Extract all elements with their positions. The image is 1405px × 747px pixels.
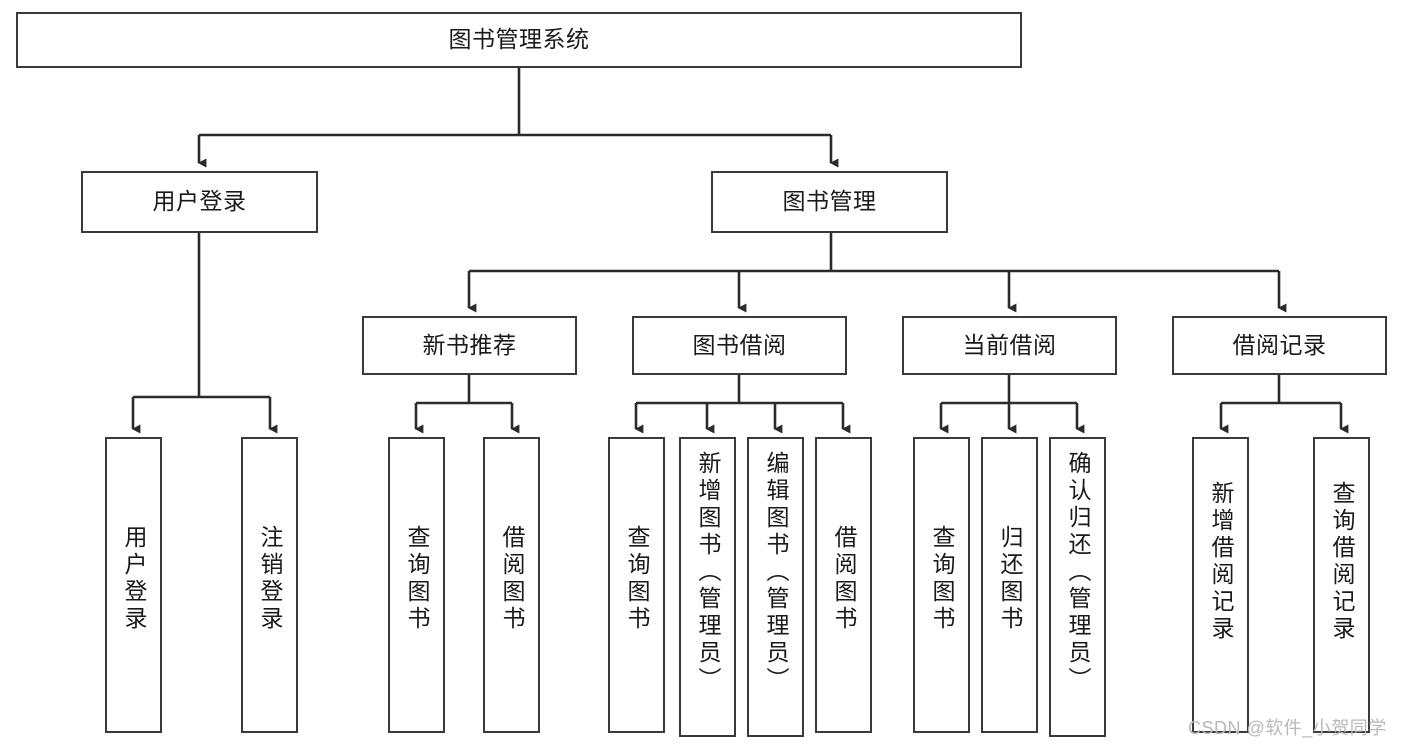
node-label: 当前借阅 [962,331,1057,358]
node-label: 新增借阅记录 [1208,481,1234,643]
node-book-borrow[interactable]: 图书借阅 [632,316,847,375]
node-label: 图书管理 [782,188,877,215]
node-label: 借阅图书 [831,525,857,633]
leaf-edit-book-admin[interactable]: 编辑图书（管理员） [747,437,804,737]
node-label: 注销登录 [257,525,283,633]
leaf-query-borrow-record[interactable]: 查询借阅记录 [1313,437,1370,733]
node-label: 用户登录 [121,525,147,633]
leaf-borrow-book-recommend[interactable]: 借阅图书 [483,437,540,733]
leaf-add-book-admin[interactable]: 新增图书（管理员） [679,437,736,737]
node-borrow-record[interactable]: 借阅记录 [1172,316,1387,375]
node-current-borrow[interactable]: 当前借阅 [902,316,1117,375]
leaf-return-book[interactable]: 归还图书 [981,437,1038,733]
leaf-borrow-book[interactable]: 借阅图书 [815,437,872,733]
node-label: 查询图书 [929,525,955,633]
node-new-book-recommend[interactable]: 新书推荐 [362,316,577,375]
leaf-query-book-borrow[interactable]: 查询图书 [608,437,665,733]
watermark-text: CSDN @软件_小贺同学 [1188,718,1387,738]
leaf-confirm-return-admin[interactable]: 确认归还（管理员） [1049,437,1106,737]
node-book-management[interactable]: 图书管理 [711,171,948,233]
leaf-query-book-current[interactable]: 查询图书 [913,437,970,733]
node-label: 新增图书（管理员） [695,451,721,694]
leaf-user-login[interactable]: 用户登录 [105,437,162,733]
node-label: 归还图书 [997,525,1023,633]
node-label: 借阅图书 [499,525,525,633]
node-label: 用户登录 [152,188,247,215]
leaf-logout[interactable]: 注销登录 [241,437,298,733]
node-label: 图书借阅 [692,331,787,358]
node-label: 查询借阅记录 [1329,481,1355,643]
leaf-add-borrow-record[interactable]: 新增借阅记录 [1192,437,1249,733]
node-label: 图书管理系统 [448,26,590,53]
node-label: 新书推荐 [422,331,517,358]
node-label: 编辑图书（管理员） [763,451,789,694]
node-root-book-management-system[interactable]: 图书管理系统 [16,12,1022,68]
node-user-login[interactable]: 用户登录 [81,171,318,233]
node-label: 查询图书 [624,525,650,633]
leaf-query-book-recommend[interactable]: 查询图书 [388,437,445,733]
node-label: 借阅记录 [1232,331,1327,358]
node-label: 确认归还（管理员） [1065,451,1091,694]
node-label: 查询图书 [404,525,430,633]
